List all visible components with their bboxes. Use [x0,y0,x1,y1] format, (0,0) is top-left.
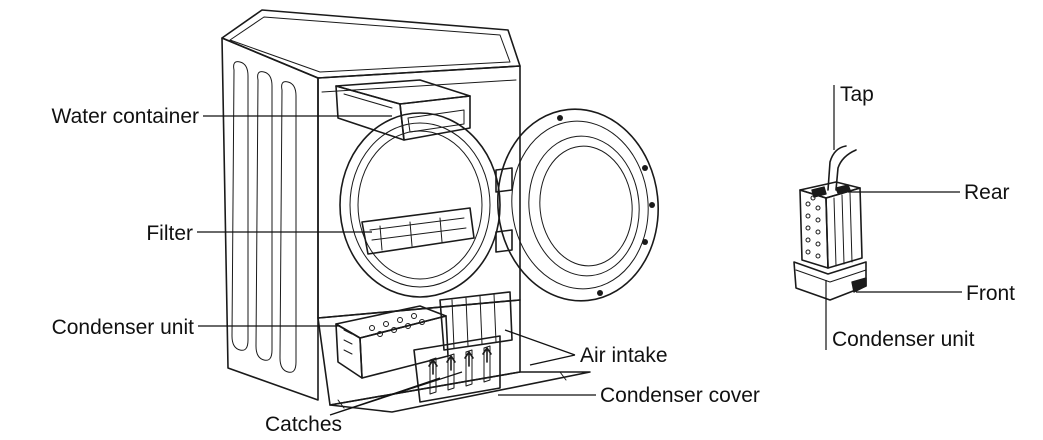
label-water-container: Water container [52,105,199,128]
condenser-detail-illustration [793,145,867,301]
filter-part [361,207,475,255]
leader-lines-right [825,85,962,350]
label-catches: Catches [265,413,342,436]
leader-lines-left [197,115,596,416]
dryer-door [497,108,659,302]
dryer-side-panel [221,37,319,401]
tap-hose [827,145,857,191]
label-condenser-unit-right: Condenser unit [832,328,975,351]
label-rear: Rear [964,181,1010,204]
air-intake-grille [439,291,513,351]
leader-air-intake [504,329,576,366]
labels: Water container Filter Condenser unit Ai… [52,83,1016,436]
label-condenser-cover: Condenser cover [600,384,760,407]
dryer-illustration [221,9,659,413]
label-air-intake: Air intake [580,344,668,367]
dryer-top-panel [221,9,521,79]
water-container-drawer [335,79,471,141]
leader-catches [329,371,463,416]
label-front: Front [966,282,1015,305]
label-condenser-unit-left: Condenser unit [52,316,195,339]
label-tap: Tap [840,83,874,106]
label-filter: Filter [146,222,193,245]
drum-opening [339,112,501,298]
condenser-cover-part [329,335,591,413]
condenser-unit-part [335,305,449,379]
